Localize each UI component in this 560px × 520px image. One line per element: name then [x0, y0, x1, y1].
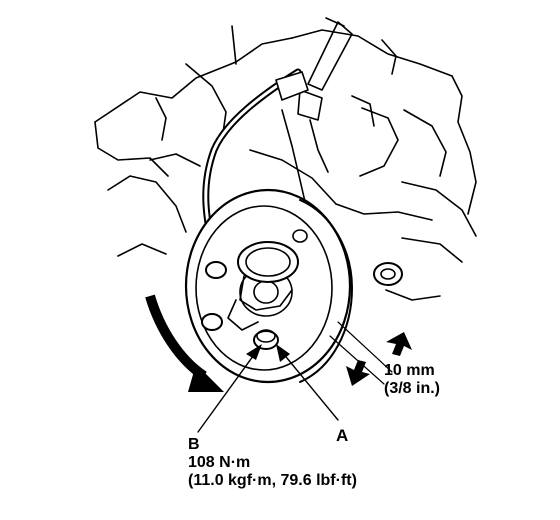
body-structure: [94, 25, 477, 257]
dimension-metric: 10 mm: [384, 362, 435, 379]
rotation-arrow-icon: [145, 294, 224, 392]
callout-a-label: A: [336, 426, 349, 445]
sensor-housing: [227, 241, 299, 331]
dimension-lines: [329, 321, 393, 385]
callout-b-letter: B: [188, 436, 200, 453]
direction-arrows-icon: [346, 332, 412, 386]
callout-b-torque-metric: 108 N·m: [188, 453, 251, 471]
callout-b-block: B 108 N·m (11.0 kgf·m, 79.6 lbf·ft): [188, 436, 357, 490]
leader-lines: [197, 351, 339, 433]
callout-b-torque-other: (11.0 kgf·m, 79.6 lbf·ft): [188, 471, 357, 489]
lug-bolts: [201, 229, 308, 350]
brake-disc: [184, 188, 353, 384]
mounting-hardware: [373, 237, 463, 301]
dimension-imperial: (3/8 in.): [384, 379, 441, 397]
leader-b-arrowhead: [246, 344, 262, 360]
strut-linkage: [249, 17, 433, 221]
leader-a-arrowhead: [276, 344, 290, 362]
dimension-label: 10 mm (3/8 in.): [384, 362, 440, 398]
